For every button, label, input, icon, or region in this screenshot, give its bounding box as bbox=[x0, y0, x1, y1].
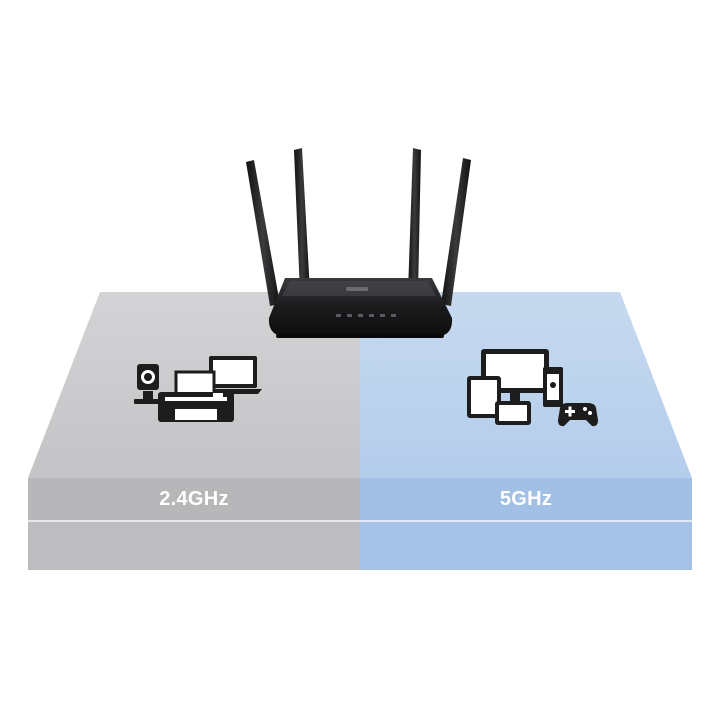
band-5ghz-platform bbox=[360, 292, 692, 570]
console-icon bbox=[543, 367, 563, 407]
antenna-icon bbox=[408, 148, 421, 293]
router bbox=[246, 148, 471, 338]
status-led-icon bbox=[336, 314, 396, 317]
d-link-logo-icon bbox=[346, 287, 368, 291]
laptop-icon bbox=[204, 356, 262, 394]
gamepad-icon bbox=[558, 403, 598, 427]
antenna-icon bbox=[294, 148, 310, 293]
webcam-icon bbox=[134, 364, 162, 404]
antenna-icon bbox=[246, 160, 280, 306]
band-5ghz-label: 5GHz bbox=[499, 487, 553, 510]
printer-icon bbox=[158, 370, 234, 422]
phone-icon bbox=[495, 401, 531, 425]
devices-24ghz bbox=[134, 356, 262, 422]
antenna-icon bbox=[441, 158, 471, 306]
tablet-icon bbox=[467, 376, 501, 418]
band-24ghz-label: 2.4GHz bbox=[159, 487, 229, 510]
devices-5ghz bbox=[467, 349, 598, 427]
